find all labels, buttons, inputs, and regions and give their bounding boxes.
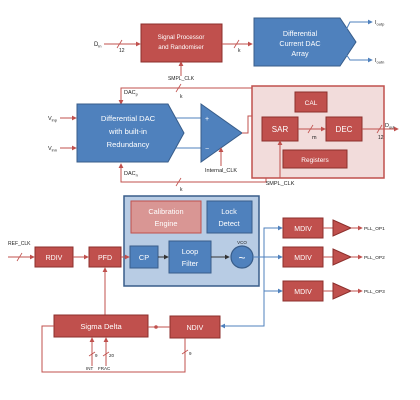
- int-slash: [88, 351, 96, 357]
- ref-clk-label: REF_CLK: [8, 241, 31, 247]
- diff-dac-title-3: Redundancy: [107, 140, 150, 149]
- junction-dot: [154, 325, 158, 329]
- ioutn-label: Ioutn: [375, 58, 384, 65]
- dac-array-title-1: Differential: [283, 29, 318, 38]
- dac-array-title-3: Array: [291, 49, 309, 58]
- registers-block: [282, 149, 348, 169]
- cal-engine-title-1: Calibration: [148, 207, 183, 216]
- cal-engine-title-2: Engine: [154, 219, 177, 228]
- mdiv-1-label: MDIV: [294, 226, 312, 233]
- sigma-delta-label: Sigma Delta: [80, 322, 122, 331]
- mdiv-2-label: MDIV: [294, 255, 312, 262]
- ndiv-bus-width: 9: [189, 351, 192, 356]
- cp-label: CP: [139, 253, 149, 262]
- cal-label: CAL: [305, 100, 318, 107]
- buffer-2: [332, 248, 353, 266]
- ioutp-wire: [345, 19, 373, 31]
- lock-detect-block: [206, 200, 253, 234]
- buffer-1: [332, 219, 353, 237]
- vco-to-ndiv-wire: [220, 291, 265, 329]
- adc-section: DACp k DACn k Vinp Vinn Differential DAC…: [48, 83, 399, 193]
- dout-bus-width: 12: [378, 135, 384, 141]
- internal-clk-label: Internal_CLK: [205, 168, 237, 174]
- frac-label: FRAC: [98, 366, 111, 371]
- sd-loop-wire: [41, 325, 186, 373]
- dacp-label: DACp: [124, 90, 139, 97]
- smpl-clk-top-label: SMPL_CLK: [168, 76, 195, 82]
- vco-to-mdiv1-wire: [253, 225, 283, 258]
- comparator-plus: +: [205, 116, 209, 123]
- lock-detect-title-2: Detect: [218, 219, 239, 228]
- pll-op3-label: PLL_OP3: [364, 289, 385, 295]
- pll-section: Calibration Engine Lock Detect CP Loop F…: [8, 195, 385, 373]
- diff-dac-title-2: with built-in: [108, 127, 147, 136]
- top-section: Din 12 Signal Processor and Randomiser k…: [94, 17, 385, 82]
- cal-block: [294, 91, 328, 113]
- signal-processor-title-2: and Randomiser: [158, 44, 203, 51]
- vco-to-mdiv3-wire: [263, 257, 283, 294]
- dout-label: Dout: [385, 123, 395, 130]
- current-dac-array-block: [253, 17, 357, 67]
- diff-dac-title-1: Differential DAC: [101, 114, 156, 123]
- vinn-label: Vinn: [48, 146, 57, 153]
- din-bus-width: 12: [119, 48, 125, 54]
- dacn-label: DACn: [124, 171, 138, 178]
- ioutn-wire: [345, 53, 373, 63]
- ndiv-label: NDIV: [187, 325, 204, 332]
- loop-filter-title-1: Loop: [182, 247, 198, 256]
- int-label: INT: [86, 366, 94, 371]
- sp-bus-slash: [233, 39, 240, 49]
- vco-label: VCO: [237, 240, 247, 245]
- din-label: Din: [94, 42, 101, 49]
- loop-filter-block: [168, 240, 212, 274]
- registers-label: Registers: [301, 157, 329, 164]
- pll-op2-label: PLL_OP2: [364, 255, 385, 261]
- ndiv-bus-slash: [181, 349, 189, 355]
- m-label: m: [312, 135, 317, 141]
- m-bus-slash: [307, 124, 314, 134]
- dec-label: DEC: [336, 125, 353, 134]
- dacn-bus-slash: [175, 177, 182, 187]
- dacp-bus-slash: [175, 83, 182, 93]
- frac-slash: [102, 351, 110, 357]
- rdiv-label: RDIV: [46, 255, 63, 262]
- dac-array-title-2: Current DAC: [279, 39, 320, 48]
- signal-processor-block: [140, 23, 223, 63]
- sp-bus-k: k: [238, 48, 241, 54]
- dacp-bus-k: k: [180, 94, 183, 100]
- frac-width: 20: [109, 353, 115, 358]
- pll-op1-label: PLL_OP1: [364, 226, 385, 232]
- signal-processor-title-1: Signal Processor: [158, 34, 205, 41]
- din-bus-slash: [116, 39, 123, 49]
- sar-label: SAR: [272, 125, 289, 134]
- loop-filter-title-2: Filter: [182, 259, 199, 268]
- lock-detect-title-1: Lock: [221, 207, 237, 216]
- ref-clk-slash: [16, 252, 23, 262]
- vco-symbol-icon: ~: [238, 251, 245, 265]
- smpl-clk-adc-label: SMPL_CLK: [266, 181, 295, 187]
- pfd-label: PFD: [98, 255, 112, 262]
- vinp-label: Vinp: [48, 116, 58, 123]
- ioutp-label: Ioutp: [375, 20, 385, 27]
- comparator-minus: −: [205, 146, 209, 153]
- dacn-bus-k: k: [180, 187, 183, 193]
- calibration-engine-block: [130, 200, 202, 234]
- buffer-3: [332, 282, 353, 300]
- mdiv-3-label: MDIV: [294, 289, 312, 296]
- dout-bus-slash: [376, 124, 383, 134]
- int-width: 9: [95, 353, 98, 358]
